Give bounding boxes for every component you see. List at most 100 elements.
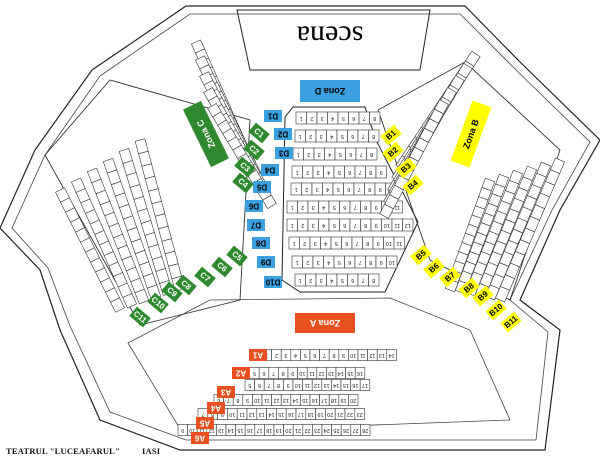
seat[interactable]: 5 bbox=[336, 273, 348, 287]
seat[interactable]: 4 bbox=[322, 182, 334, 196]
seat[interactable]: 1 bbox=[292, 147, 304, 161]
seat[interactable]: 10 bbox=[227, 408, 238, 420]
seat[interactable]: 8 bbox=[273, 379, 284, 391]
seat[interactable]: 1 bbox=[290, 182, 302, 196]
seat[interactable]: 21 bbox=[292, 424, 304, 436]
seat[interactable]: 6 bbox=[254, 379, 265, 391]
seat[interactable]: 6 bbox=[347, 129, 359, 143]
seat[interactable]: 1 bbox=[291, 255, 303, 269]
seat[interactable]: 9 bbox=[372, 236, 384, 250]
seat[interactable]: 7 bbox=[349, 218, 361, 232]
seat[interactable]: 7 bbox=[263, 379, 275, 391]
seat[interactable]: 8 bbox=[368, 273, 380, 287]
seat[interactable]: 19 bbox=[273, 424, 284, 436]
seat[interactable]: 7 bbox=[353, 182, 365, 196]
seat[interactable]: 11 bbox=[306, 367, 318, 379]
seat[interactable]: 28 bbox=[360, 424, 371, 436]
seat[interactable]: 13 bbox=[216, 424, 227, 436]
seat[interactable]: 7 bbox=[355, 147, 367, 161]
seat[interactable]: 11 bbox=[357, 349, 368, 361]
seat[interactable]: 16 bbox=[350, 379, 361, 391]
seat[interactable]: 1 bbox=[295, 111, 307, 125]
seat[interactable]: 16 bbox=[354, 367, 366, 379]
seat[interactable]: 3 bbox=[311, 182, 323, 196]
seat[interactable]: 7 bbox=[319, 349, 330, 361]
seat[interactable]: 5 bbox=[330, 236, 342, 250]
seat[interactable]: 7 bbox=[351, 236, 363, 250]
seat[interactable]: 12 bbox=[246, 408, 258, 420]
seat[interactable]: 4 bbox=[323, 255, 335, 269]
seat[interactable]: 17 bbox=[319, 394, 330, 406]
seat[interactable]: 9 bbox=[177, 424, 188, 436]
seat[interactable]: 2 bbox=[299, 236, 311, 250]
seat[interactable]: 12 bbox=[311, 379, 323, 391]
seat[interactable]: 15 bbox=[340, 379, 351, 391]
seat[interactable]: 5 bbox=[333, 165, 345, 179]
seat[interactable]: 11 bbox=[393, 236, 405, 250]
seat[interactable]: 7 bbox=[354, 255, 366, 269]
seat[interactable]: 7 bbox=[357, 273, 369, 287]
seat[interactable]: 6 bbox=[341, 236, 353, 250]
seat[interactable]: 23 bbox=[312, 424, 323, 436]
seat[interactable]: 16 bbox=[285, 408, 297, 420]
seat[interactable]: 17 bbox=[359, 379, 371, 391]
seat[interactable]: 13 bbox=[280, 394, 292, 406]
seat[interactable]: 5 bbox=[332, 182, 344, 196]
seat[interactable]: 20 bbox=[348, 394, 359, 406]
seat[interactable]: 14 bbox=[225, 424, 236, 436]
seat[interactable]: 14 bbox=[335, 367, 346, 379]
seat[interactable]: 1 bbox=[291, 165, 303, 179]
seat[interactable]: 3 bbox=[313, 147, 325, 161]
seat[interactable]: 15 bbox=[276, 408, 287, 420]
seat[interactable]: 9 bbox=[287, 367, 298, 379]
seat[interactable]: 9 bbox=[242, 394, 253, 406]
seat[interactable] bbox=[379, 203, 394, 219]
seat[interactable]: 4 bbox=[326, 129, 338, 143]
seat[interactable]: 7 bbox=[349, 200, 361, 214]
seat[interactable]: 4 bbox=[327, 111, 339, 125]
seat[interactable]: 8 bbox=[366, 147, 378, 161]
seat[interactable]: 11 bbox=[391, 218, 403, 232]
seat[interactable]: 13 bbox=[321, 379, 332, 391]
seat[interactable]: 15 bbox=[300, 394, 311, 406]
seat[interactable]: 10 bbox=[252, 394, 263, 406]
seat[interactable]: 4 bbox=[320, 236, 332, 250]
seat[interactable]: 6 bbox=[344, 165, 356, 179]
seat[interactable]: 20 bbox=[325, 408, 336, 420]
seat[interactable]: 9 bbox=[283, 379, 294, 391]
seat[interactable]: 10 bbox=[297, 367, 308, 379]
seat[interactable]: 2 bbox=[302, 255, 314, 269]
seat[interactable]: 16 bbox=[244, 424, 256, 436]
seat[interactable]: 14 bbox=[331, 379, 342, 391]
seat[interactable]: 8 bbox=[368, 129, 380, 143]
seat[interactable]: 9 bbox=[374, 182, 386, 196]
seat[interactable]: 5 bbox=[337, 111, 349, 125]
seat[interactable]: 2 bbox=[271, 349, 282, 361]
seat[interactable]: 3 bbox=[312, 255, 324, 269]
seat[interactable]: 5 bbox=[249, 367, 260, 379]
seat[interactable]: 13 bbox=[256, 408, 267, 420]
seat[interactable]: 3 bbox=[307, 218, 319, 232]
seat[interactable]: 9 bbox=[370, 200, 382, 214]
seat[interactable]: 12 bbox=[367, 349, 378, 361]
seat[interactable]: 2 bbox=[297, 200, 309, 214]
seat[interactable]: 12 bbox=[402, 218, 414, 232]
seat[interactable]: 7 bbox=[357, 129, 369, 143]
seat[interactable]: 6 bbox=[309, 349, 320, 361]
seat[interactable]: 15 bbox=[235, 424, 246, 436]
seat[interactable]: 10 bbox=[386, 255, 398, 269]
seat[interactable]: 6 bbox=[258, 367, 270, 379]
seat[interactable]: 2 bbox=[303, 147, 315, 161]
seat[interactable]: 6 bbox=[343, 182, 355, 196]
seat[interactable]: 13 bbox=[326, 367, 337, 379]
seat[interactable]: 8 bbox=[365, 165, 377, 179]
seat[interactable]: 19 bbox=[315, 408, 326, 420]
seat[interactable]: 1 bbox=[286, 200, 298, 214]
seat[interactable]: 5 bbox=[328, 200, 340, 214]
seat[interactable]: 10 bbox=[381, 218, 393, 232]
seat[interactable]: 4 bbox=[290, 349, 301, 361]
seat[interactable]: 9 bbox=[370, 218, 382, 232]
seat[interactable]: 14 bbox=[266, 408, 277, 420]
seat[interactable]: 7 bbox=[354, 165, 366, 179]
seat[interactable]: 10 bbox=[383, 236, 395, 250]
